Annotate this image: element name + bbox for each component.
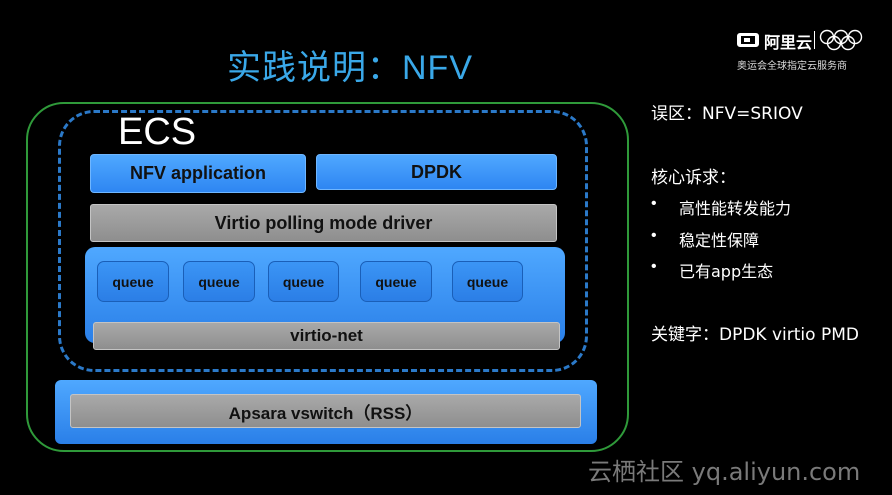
aliyun-mark-icon: [737, 33, 759, 47]
site-watermark: 云栖社区 yq.aliyun.com: [588, 458, 861, 486]
core-requirements-heading: 核心诉求：: [651, 168, 736, 188]
virtio-net-bar: virtio-net: [93, 322, 560, 350]
ecs-container: [58, 110, 588, 372]
dpdk-box: DPDK: [316, 154, 557, 190]
bullet-dot-icon: •: [651, 227, 657, 244]
bullet-dot-icon: •: [651, 258, 657, 275]
queue-box: queue: [268, 261, 339, 302]
virtio-pmd-bar: Virtio polling mode driver: [90, 204, 557, 242]
requirement-item: 已有app生态: [679, 262, 774, 281]
olympic-rings-icon: [819, 29, 863, 51]
logo-subtitle: 奥运会全球指定云服务商: [737, 61, 847, 72]
aliyun-logo: 阿里云 奥运会全球指定云服务商: [737, 27, 867, 73]
keywords-note: 关键字：DPDK virtio PMD: [651, 325, 859, 345]
misconception-note: 误区：NFV=SRIOV: [651, 104, 803, 124]
queue-box: queue: [452, 261, 523, 302]
queue-box: queue: [360, 261, 432, 302]
queue-box: queue: [183, 261, 255, 302]
logo-divider: [814, 31, 815, 49]
nfv-application-box: NFV application: [90, 154, 306, 193]
bullet-dot-icon: •: [651, 195, 657, 212]
logo-brand: 阿里云: [764, 33, 813, 52]
host-container: [26, 102, 629, 452]
queue-box: queue: [97, 261, 169, 302]
requirement-item: 稳定性保障: [679, 231, 760, 250]
requirement-item: 高性能转发能力: [679, 199, 792, 218]
ecs-label: ECS: [118, 111, 197, 153]
apsara-vswitch-bar: Apsara vswitch（RSS）: [70, 394, 581, 428]
slide-title: 实践说明：NFV: [227, 49, 473, 87]
